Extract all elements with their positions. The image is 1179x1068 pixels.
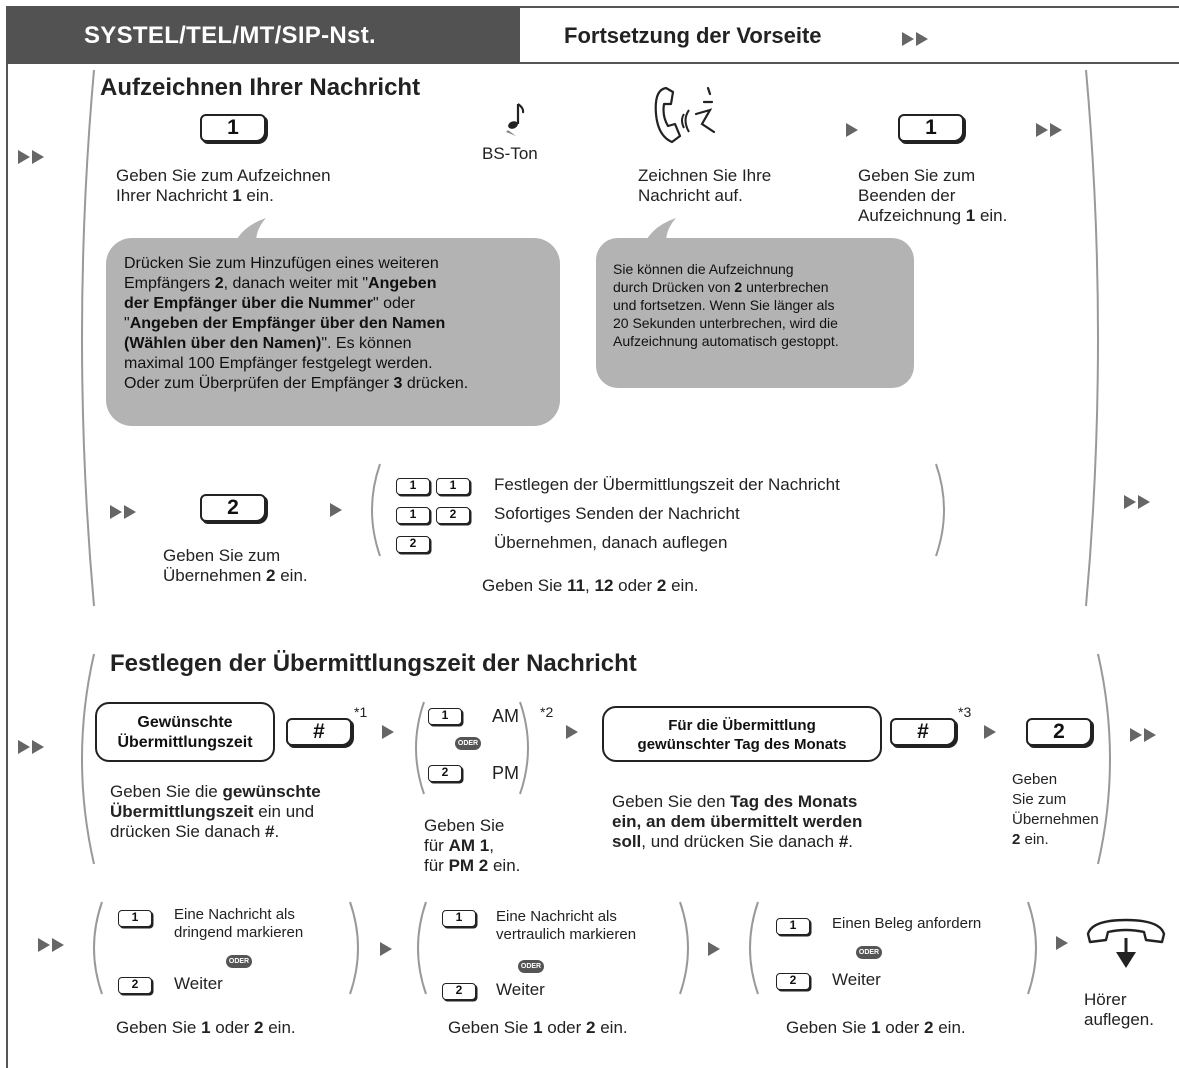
flag-private-hint: Geben Sie 1 oder 2 ein. — [448, 1018, 628, 1037]
double-arrow-icon — [1124, 495, 1154, 509]
key-2: 2 — [200, 494, 266, 522]
arrow-icon — [566, 725, 578, 739]
close-paren-icon — [1085, 69, 1099, 607]
options-hint: Geben Sie 11, 12 oder 2 ein. — [482, 576, 699, 595]
day-desc: Geben Sie den Tag des Monats ein, an dem… — [612, 792, 863, 851]
key-1: 1 — [200, 114, 266, 142]
close-paren-icon — [1097, 653, 1111, 865]
open-paren-icon — [415, 701, 425, 795]
key-2: 2 — [1026, 718, 1092, 746]
hash-key: # — [286, 718, 352, 746]
key-2: 2 — [442, 983, 476, 1000]
key-1: 1 — [442, 910, 476, 927]
open-paren-icon — [417, 901, 427, 995]
close-paren-icon — [935, 463, 945, 557]
footnote-ref-2: *2 — [540, 704, 554, 720]
flag-receipt-option: Einen Beleg anfordern — [832, 915, 982, 932]
ampm-desc: Geben Sie für AM 1, für PM 2 ein. — [424, 816, 521, 875]
flag-urgent-hint: Geben Sie 1 oder 2 ein. — [116, 1018, 296, 1037]
double-arrow-icon — [110, 505, 140, 519]
open-paren-icon — [81, 69, 95, 607]
arrow-icon — [380, 942, 392, 956]
key-2: 2 — [118, 977, 152, 994]
arrow-icon — [708, 942, 720, 956]
record-step2: Geben Sie zum Übernehmen 2 ein. — [163, 546, 308, 585]
oder-badge: ODER — [518, 960, 544, 973]
option-send-now: Sofortiges Senden der Nachricht — [494, 504, 740, 523]
tone-label: BS-Ton — [482, 144, 538, 163]
flag-urgent-next: Weiter — [174, 974, 223, 993]
close-paren-icon — [349, 901, 359, 995]
open-paren-icon — [371, 463, 381, 557]
close-paren-icon — [679, 901, 689, 995]
hash-key: # — [890, 718, 956, 746]
header-section-bar: SYSTEL/TEL/MT/SIP-Nst. — [6, 6, 520, 64]
double-arrow-icon — [18, 740, 48, 754]
flag-receipt-hint: Geben Sie 1 oder 2 ein. — [786, 1018, 966, 1037]
key-2: 2 — [428, 765, 462, 782]
key-1: 1 — [436, 478, 470, 495]
section-title: SYSTEL/TEL/MT/SIP-Nst. — [84, 22, 376, 49]
key-2: 2 — [776, 973, 810, 990]
arrow-icon — [330, 503, 342, 517]
hang-up-icon — [1086, 918, 1166, 968]
double-arrow-icon — [1130, 728, 1160, 742]
arrow-icon — [1056, 936, 1068, 950]
footnote-ref-1: *1 — [354, 704, 368, 720]
key-1-end: 1 — [898, 114, 964, 142]
close-paren-icon — [1027, 901, 1037, 995]
oder-badge: ODER — [455, 737, 481, 750]
info-bubble-pause: Sie können die Aufzeichnung durch Drücke… — [596, 238, 914, 388]
key-2: 2 — [396, 536, 430, 553]
key-1: 1 — [118, 910, 152, 927]
double-arrow-icon — [38, 938, 68, 952]
double-arrow-icon — [18, 150, 48, 164]
open-paren-icon — [749, 901, 759, 995]
header-continuation-bar: Fortsetzung der Vorseite — [520, 6, 1179, 64]
close-paren-icon — [519, 701, 529, 795]
handset-speaking-icon — [654, 86, 716, 144]
open-paren-icon — [93, 901, 103, 995]
arrow-icon — [382, 725, 394, 739]
continuation-label: Fortsetzung der Vorseite — [564, 23, 822, 48]
oder-badge: ODER — [856, 946, 882, 959]
open-paren-icon — [81, 653, 95, 865]
arrow-icon — [846, 123, 858, 137]
oder-badge: ODER — [226, 955, 252, 968]
time-desc: Geben Sie die gewünschte Übermittlungsze… — [110, 782, 321, 841]
am-label: AM — [492, 706, 519, 726]
info-bubble-recipients: Drücken Sie zum Hinzufügen eines weitere… — [106, 238, 560, 426]
key-1: 1 — [776, 918, 810, 935]
record-title: Aufzeichnen Ihrer Nachricht — [100, 74, 421, 101]
double-arrow-icon — [1036, 123, 1066, 137]
key-1: 1 — [396, 507, 430, 524]
pm-label: PM — [492, 763, 519, 783]
flag-private-next: Weiter — [496, 980, 545, 999]
option-store-hangup: Übernehmen, danach auflegen — [494, 533, 728, 552]
flag-receipt-next: Weiter — [832, 970, 881, 989]
double-arrow-icon — [902, 32, 932, 46]
key-1: 1 — [396, 478, 430, 495]
option-schedule: Festlegen der Übermittlungszeit der Nach… — [494, 475, 840, 494]
arrow-icon — [984, 725, 996, 739]
key-1: 1 — [428, 708, 462, 725]
key-2: 2 — [436, 507, 470, 524]
schedule-title: Festlegen der Übermittlungszeit der Nach… — [110, 650, 637, 677]
footnote-ref-3: *3 — [958, 704, 972, 720]
left-rule — [6, 64, 8, 1068]
music-note-icon — [506, 103, 525, 136]
record-step1: Geben Sie zum Aufzeichnen Ihrer Nachrich… — [116, 166, 331, 205]
